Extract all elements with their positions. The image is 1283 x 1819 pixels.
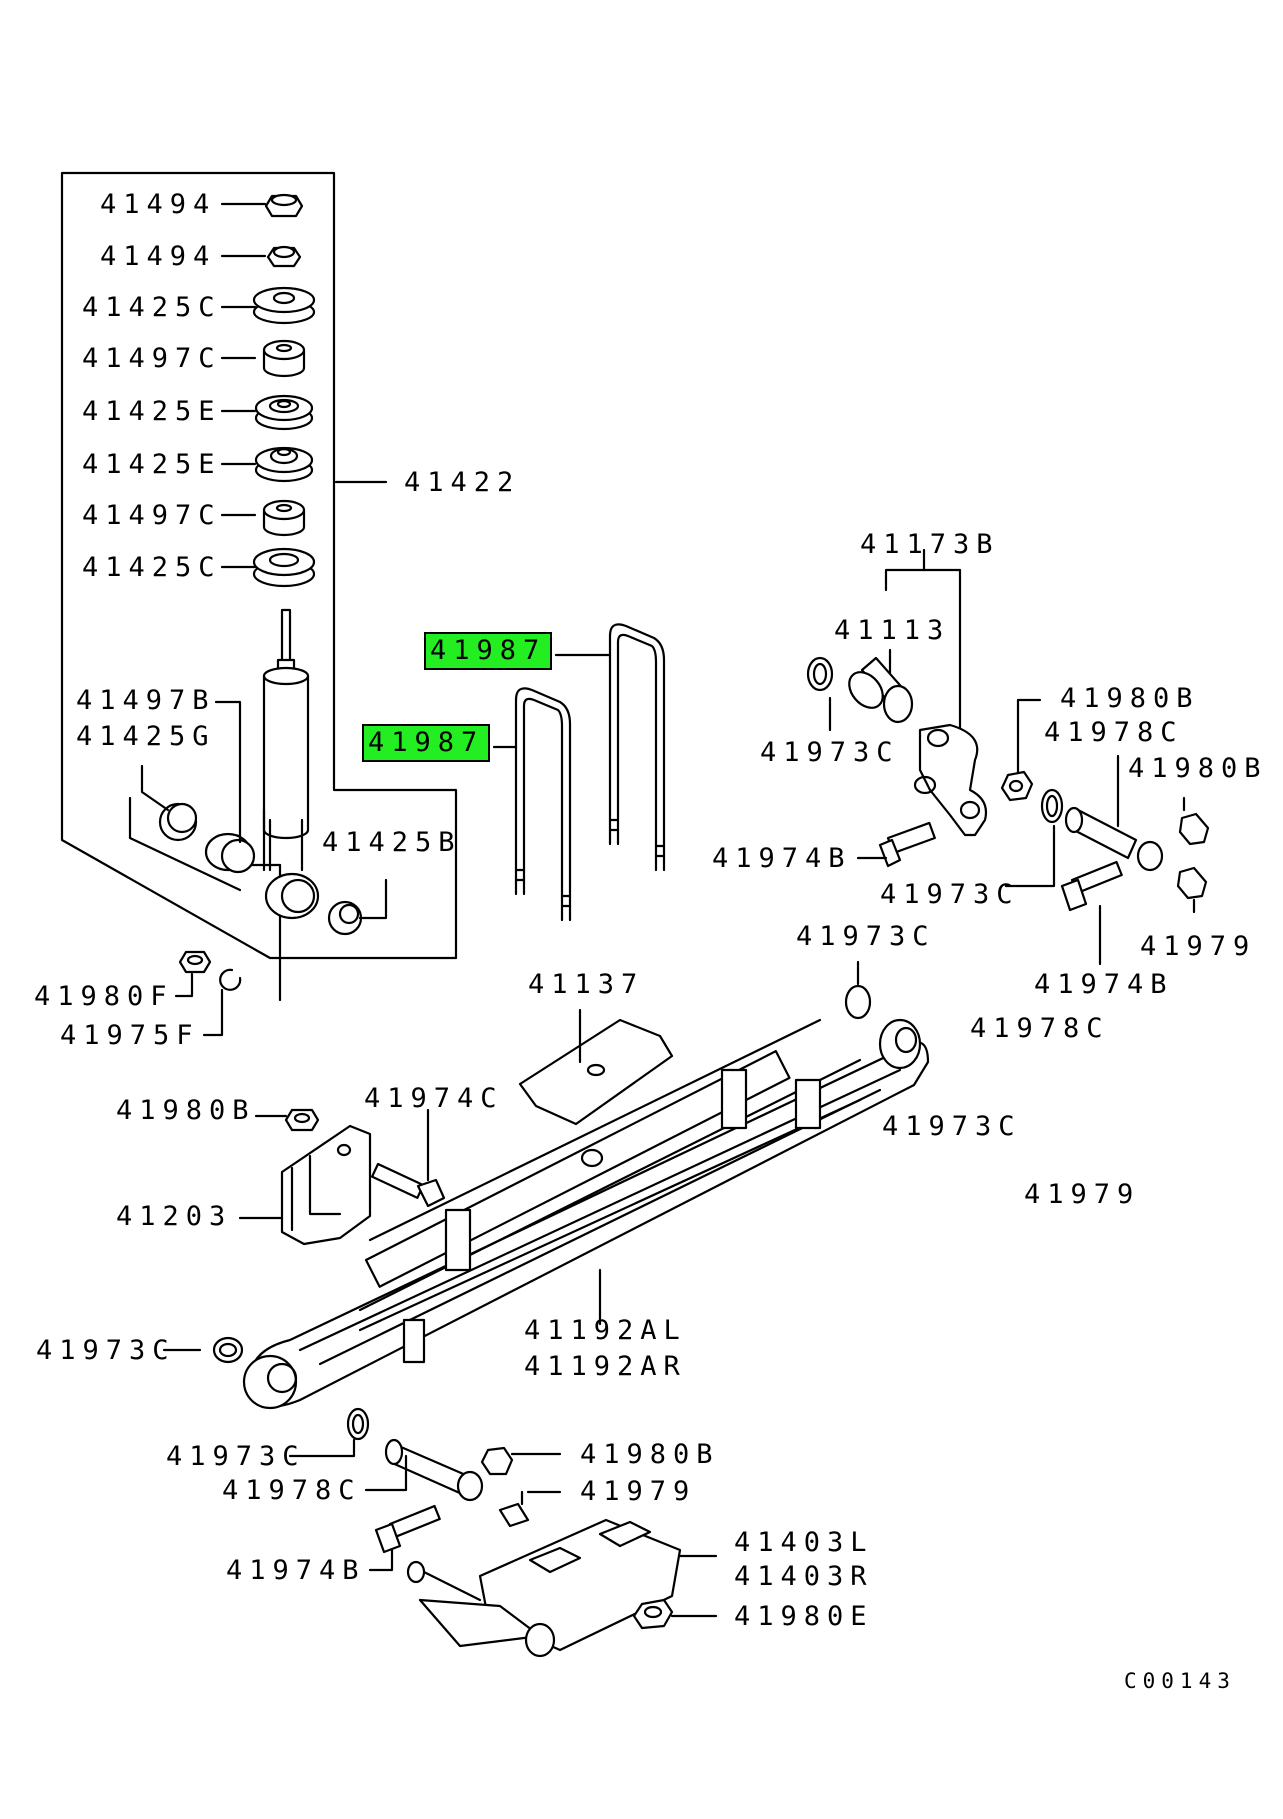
part-label-41425c-b[interactable]: 41425C (82, 552, 222, 583)
part-label-41987-highlight-b[interactable]: 41987 (362, 724, 491, 762)
washer-icon-5 (346, 1407, 370, 1441)
part-label-41974b-2[interactable]: 41974B (1034, 969, 1174, 1000)
part-label-41973c-1[interactable]: 41973C (760, 737, 900, 768)
part-label-41974c[interactable]: 41974C (364, 1083, 504, 1114)
bushing-icon-9 (327, 900, 363, 936)
nut-icon-3 (178, 950, 212, 974)
part-label-41979-3[interactable]: 41979 (580, 1476, 697, 1507)
shackle-icon (913, 723, 988, 837)
part-label-41425g[interactable]: 41425G (76, 721, 216, 752)
part-label-41192al[interactable]: 41192AL (524, 1315, 687, 1346)
bushing-icon-3 (254, 394, 314, 431)
nut-icon-5 (1178, 812, 1210, 846)
part-label-41494-a[interactable]: 41494 (100, 189, 217, 220)
part-label-41974b-3[interactable]: 41974B (226, 1555, 366, 1586)
bushing-icon-7 (158, 802, 198, 842)
part-label-41973c-5[interactable]: 41973C (36, 1335, 176, 1366)
nut-icon-9 (632, 1598, 674, 1630)
bushing-icon-2 (262, 339, 306, 378)
nut-icon-6 (1176, 866, 1208, 900)
part-label-41425c-a[interactable]: 41425C (82, 292, 222, 323)
bolt-icon-5 (374, 1504, 441, 1554)
part-label-41980b-4[interactable]: 41980B (580, 1439, 720, 1470)
part-label-41979-1[interactable]: 41979 (1140, 931, 1257, 962)
clip-icon-1 (219, 968, 242, 991)
leaf-spring-icon (242, 1018, 930, 1410)
part-label-41425e-a[interactable]: 41425E (82, 396, 222, 427)
part-label-41425b[interactable]: 41425B (322, 827, 462, 858)
part-label-41980b-1[interactable]: 41980B (1060, 683, 1200, 714)
part-label-41978c-1[interactable]: 41978C (1044, 717, 1184, 748)
nut-icon-7 (284, 1108, 320, 1132)
u-bolt-icon-2 (514, 687, 572, 922)
part-label-41497b[interactable]: 41497B (76, 685, 216, 716)
part-label-41973c-6[interactable]: 41973C (166, 1441, 306, 1472)
part-label-41973c-3[interactable]: 41973C (796, 921, 936, 952)
bushing-icon-1 (252, 286, 316, 325)
bushing-icon-6 (252, 547, 316, 588)
part-label-41192ar[interactable]: 41192AR (524, 1351, 687, 1382)
pin-icon-2 (384, 1438, 484, 1502)
part-label-41978c-2[interactable]: 41978C (970, 1013, 1110, 1044)
part-label-41113[interactable]: 41113 (834, 615, 951, 646)
part-label-41973c-4[interactable]: 41973C (882, 1111, 1022, 1142)
part-label-41422[interactable]: 41422 (404, 467, 521, 498)
part-label-41494-b[interactable]: 41494 (100, 241, 217, 272)
spring-pad-icon (518, 1018, 674, 1126)
nut-icon-1 (264, 193, 304, 218)
washer-icon-3 (844, 984, 872, 1020)
pin-icon-1 (1064, 806, 1164, 872)
nut-icon-2 (266, 245, 302, 268)
part-label-41975f[interactable]: 41975F (60, 1020, 200, 1051)
part-label-41173b[interactable]: 41173B (860, 529, 1000, 560)
bushing-icon-4 (254, 446, 314, 483)
part-label-41980b-2[interactable]: 41980B (1128, 753, 1268, 784)
part-label-41980f[interactable]: 41980F (34, 981, 174, 1012)
part-label-41979-2[interactable]: 41979 (1024, 1179, 1141, 1210)
nut-icon-4 (1000, 770, 1034, 802)
bushing-icon-10 (848, 656, 914, 724)
shock-group-frame (60, 171, 458, 960)
part-label-41137[interactable]: 41137 (528, 969, 645, 1000)
washer-icon-1 (806, 656, 834, 692)
bolt-icon-1 (878, 821, 936, 868)
part-label-41403l[interactable]: 41403L (734, 1527, 874, 1558)
shock-absorber-icon (262, 608, 320, 920)
washer-icon-2 (1040, 788, 1064, 824)
spring-seat-icon (406, 1518, 682, 1658)
diagram-code: C00143 (1124, 1669, 1236, 1693)
bolt-icon-2 (1060, 860, 1123, 912)
part-label-41203[interactable]: 41203 (116, 1201, 233, 1232)
part-label-41978c-3[interactable]: 41978C (222, 1475, 362, 1506)
part-label-41973c-2[interactable]: 41973C (880, 879, 1020, 910)
part-label-41974b-1[interactable]: 41974B (712, 843, 852, 874)
part-label-41403r[interactable]: 41403R (734, 1561, 874, 1592)
part-label-41497c-a[interactable]: 41497C (82, 343, 222, 374)
part-label-41425e-b[interactable]: 41425E (82, 449, 222, 480)
u-bolt-icon-1 (608, 623, 666, 872)
bolt-icon-3 (370, 1162, 446, 1208)
washer-icon-4 (212, 1336, 244, 1364)
part-label-41987-highlight-a[interactable]: 41987 (424, 632, 553, 670)
bushing-icon-5 (262, 499, 306, 537)
part-label-41980b-3[interactable]: 41980B (116, 1095, 256, 1126)
hanger-bracket-icon (280, 1124, 372, 1246)
part-label-41980e[interactable]: 41980E (734, 1601, 874, 1632)
part-label-41497c-b[interactable]: 41497C (82, 500, 222, 531)
nut-icon-8 (480, 1446, 514, 1476)
bolt-icon-4 (498, 1502, 530, 1528)
bushing-icon-8 (204, 832, 256, 874)
